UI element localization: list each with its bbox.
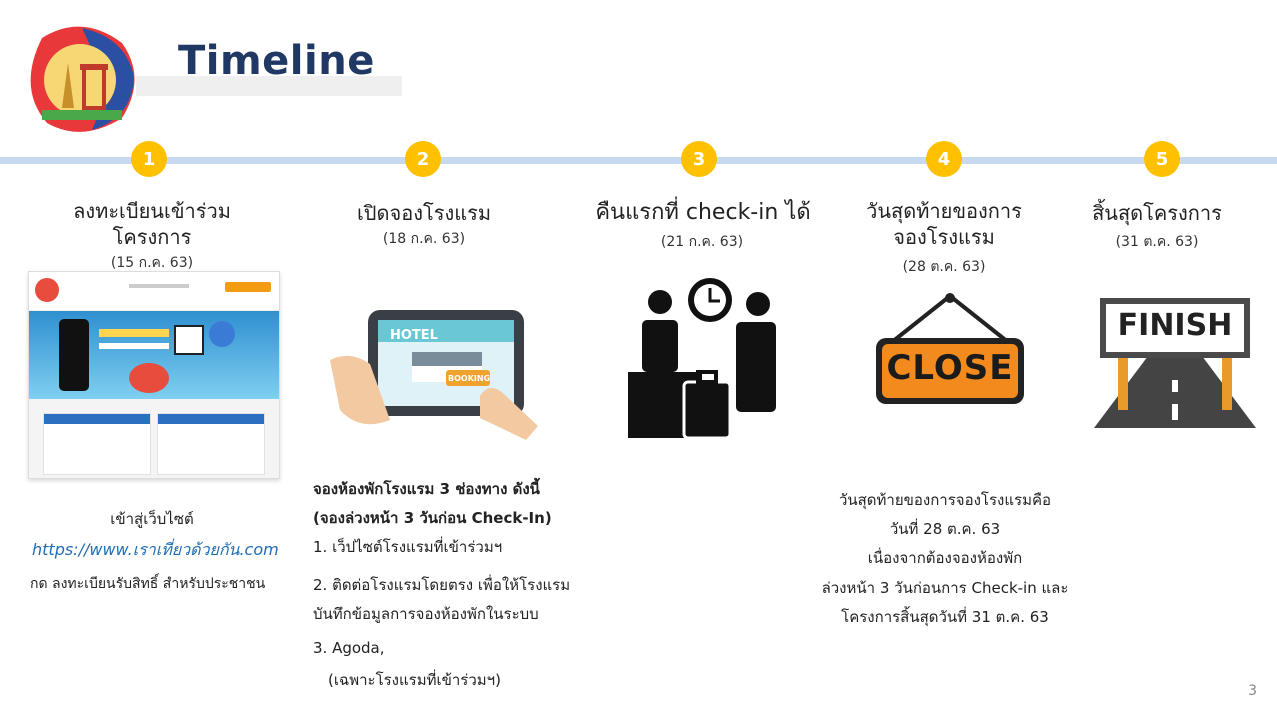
reason-line-3: โครงการสิ้นสุดวันที่ 31 ต.ค. 63	[841, 608, 1049, 626]
check-in-icon	[624, 274, 792, 440]
step-2-title: เปิดจองโรงแรม	[356, 201, 492, 225]
step-3-date: (21 ก.ค. 63)	[660, 234, 744, 250]
close-sign-icon: CLOSE	[872, 292, 1028, 408]
booking-channel-2-line2: บันทึกข้อมูลการจองห้องพักในระบบ	[313, 605, 539, 623]
hotel-sign-text: HOTEL	[390, 328, 438, 343]
website-link[interactable]: https://www.เราเที่ยวด้วยกัน.com	[32, 540, 279, 559]
step-4-title-line2: จองโรงแรม	[893, 225, 995, 249]
website-header-bar	[29, 272, 279, 311]
booking-channels-heading: จองห้องพักโรงแรม 3 ช่องทาง ดังนี้	[313, 480, 540, 498]
step-1-title: ลงทะเบียนเข้าร่วม โครงการ	[40, 198, 264, 250]
booking-channel-3-line2: (เฉพาะโรงแรมที่เข้าร่วมฯ)	[328, 671, 501, 689]
visit-website-text: เข้าสู่เว็บไซต์	[110, 510, 194, 528]
website-card-left	[43, 413, 151, 475]
step-5-marker: 5	[1144, 141, 1180, 177]
reason-line-1: เนื่องจากต้องจองห้องพัก	[867, 549, 1023, 567]
step-2-date: (18 ก.ค. 63)	[382, 231, 466, 247]
step-1-marker: 1	[131, 141, 167, 177]
step-1-title-line2: โครงการ	[112, 225, 192, 249]
step-4-title: วันสุดท้ายของการ จองโรงแรม	[832, 198, 1056, 250]
step-1-date: (15 ก.ค. 63)	[110, 255, 194, 271]
step-5-title: สิ้นสุดโครงการ	[1092, 201, 1222, 225]
booking-channel-2-line1: 2. ติดต่อโรงแรมโดยตรง เพื่อให้โรงแรม	[313, 576, 571, 594]
finish-sign-icon: FINISH	[1092, 296, 1258, 430]
close-sign-text: CLOSE	[886, 348, 1014, 388]
step-3-marker: 3	[681, 141, 717, 177]
step-4-marker: 4	[926, 141, 962, 177]
website-hero-banner	[29, 311, 279, 399]
step-4-date: (28 ต.ค. 63)	[902, 259, 986, 275]
website-screenshot	[28, 271, 280, 479]
step-5-date: (31 ต.ค. 63)	[1115, 234, 1199, 250]
timeline-line	[0, 157, 1277, 164]
hotel-booking-illustration: HOTEL BOOKING	[330, 300, 550, 440]
website-body	[29, 399, 279, 478]
step-3-title: คืนแรกที่ check-in ได้	[595, 200, 811, 225]
booking-advance-note: (จองล่วงหน้า 3 วันก่อน Check-In)	[313, 509, 552, 527]
last-booking-day-date: วันที่ 28 ต.ค. 63	[889, 520, 1001, 538]
page-number: 3	[1248, 683, 1257, 699]
booking-label: BOOKING	[448, 374, 491, 383]
register-instruction: กด ลงทะเบียนรับสิทธิ์ สำหรับประชาชน	[30, 576, 266, 592]
booking-channel-3-line1: 3. Agoda,	[313, 639, 385, 657]
title-underline-bar	[136, 76, 402, 96]
reason-line-2: ล่วงหน้า 3 วันก่อนการ Check-in และ	[821, 579, 1069, 597]
finish-sign-text: FINISH	[1117, 308, 1233, 343]
page-title: Timeline	[178, 38, 375, 84]
website-card-right	[157, 413, 265, 475]
step-4-title-line1: วันสุดท้ายของการ	[866, 199, 1022, 223]
step-1-title-line1: ลงทะเบียนเข้าร่วม	[73, 199, 231, 223]
last-booking-day-label: วันสุดท้ายของการจองโรงแรมคือ	[838, 491, 1052, 509]
project-logo	[22, 18, 140, 136]
step-2-marker: 2	[405, 141, 441, 177]
booking-channel-1: 1. เว็ปไซต์โรงแรมที่เข้าร่วมฯ	[313, 538, 503, 556]
